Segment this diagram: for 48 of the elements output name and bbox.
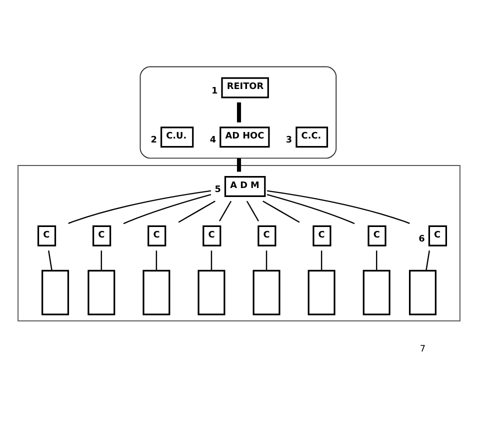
node-label: 6 (418, 234, 425, 244)
node-box: AD HOC (220, 126, 270, 148)
node-box: C (92, 224, 112, 246)
connector (48, 250, 52, 270)
node-box (42, 269, 70, 315)
connector (219, 200, 232, 221)
connector (236, 102, 242, 122)
node-box (408, 269, 436, 315)
connector (266, 250, 268, 270)
connector (210, 250, 212, 270)
label: 7 (420, 344, 426, 354)
node-box: C.C. (296, 126, 328, 148)
cluster (140, 66, 337, 158)
node-label: 1 (211, 86, 218, 96)
connector (68, 190, 212, 224)
connector (376, 250, 378, 270)
connector (262, 200, 300, 222)
connector (426, 250, 430, 270)
node-box (88, 269, 116, 315)
connector (123, 194, 212, 224)
node-box: C (258, 224, 276, 246)
node-box (198, 269, 226, 315)
node-label: 3 (286, 135, 292, 146)
node-box: C (202, 224, 222, 246)
connector (320, 250, 322, 270)
connector (236, 158, 242, 172)
node-box (142, 269, 170, 315)
node-label: 2 (150, 135, 157, 146)
node-box: C (312, 224, 332, 246)
node-box: A D M (224, 175, 266, 197)
connector (178, 200, 216, 222)
node-box: C.U. (160, 126, 194, 148)
node-label: 5 (214, 184, 221, 195)
node-box: REITOR (221, 76, 269, 98)
node-box (308, 269, 336, 315)
cluster (18, 164, 460, 321)
node-box: C (428, 224, 448, 246)
connector (266, 190, 410, 224)
node-box (252, 269, 280, 315)
connector (246, 200, 259, 221)
node-box: C (148, 224, 166, 246)
node-box: C (37, 224, 56, 246)
node-box: C (368, 224, 386, 246)
node-box (362, 269, 390, 315)
connector (156, 250, 158, 270)
node-label: 4 (210, 135, 216, 146)
connector (266, 194, 355, 224)
connector (100, 250, 102, 270)
